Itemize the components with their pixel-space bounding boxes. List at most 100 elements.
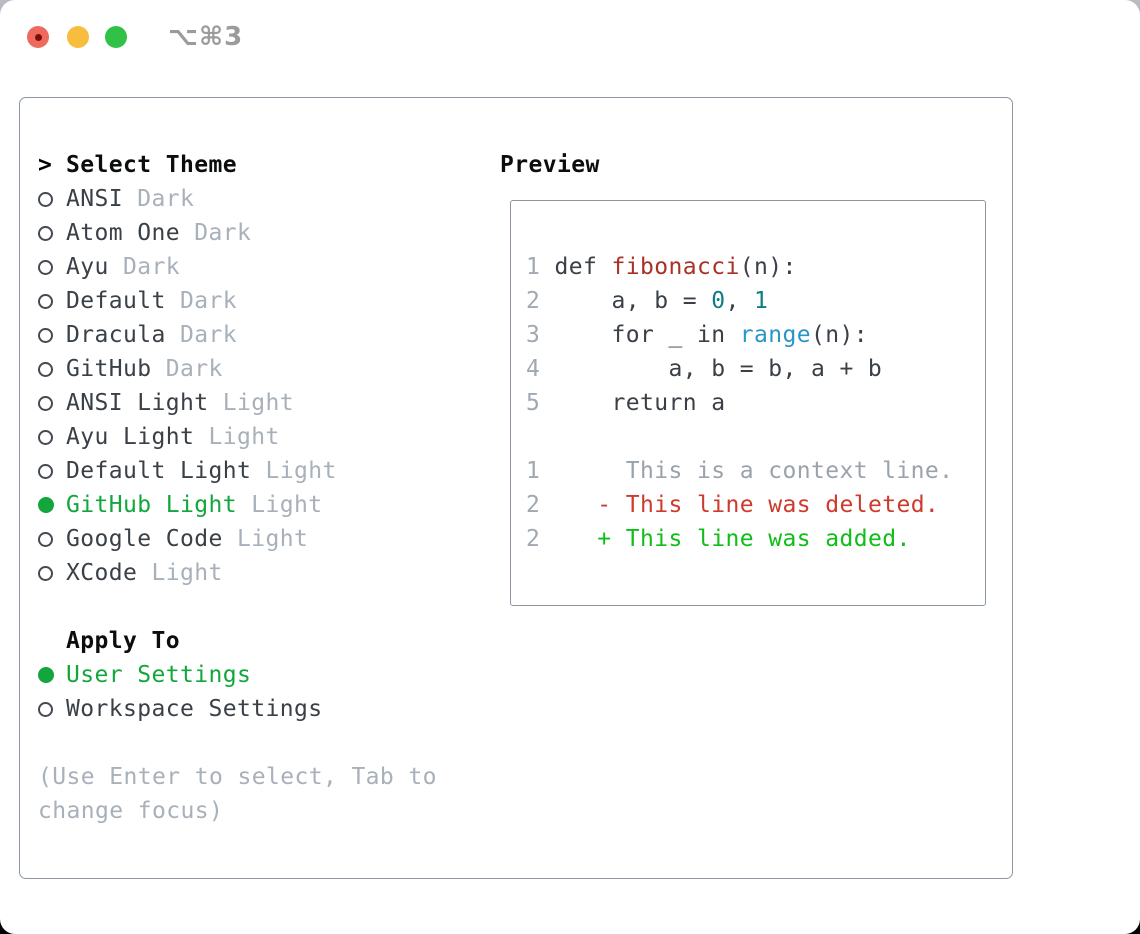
theme-variant-label: Dark [165,288,237,314]
theme-variant-label: Dark [179,220,252,246]
option-label: Atom One [66,220,180,246]
option-marker [38,701,66,717]
minimize-button[interactable] [67,26,89,48]
option-marker [38,531,66,547]
code-line: 3 for _ in range(n): [526,318,953,352]
code-segment: 3 [526,322,541,348]
option-label: Ayu Light [66,424,195,450]
close-button[interactable] [27,26,49,48]
radio-selected-icon [38,667,54,683]
radio-icon [38,327,53,343]
option-label: User Settings [66,662,252,688]
theme-option-ayu[interactable]: Ayu Dark [38,250,337,284]
theme-variant-label: Dark [151,356,223,382]
option-label: GitHub Light [66,492,237,518]
code-segment: range [739,322,811,348]
code-line: 1 def fibonacci(n): [526,250,953,284]
code-segment: a, b = [540,288,712,314]
code-segment [540,492,597,518]
code-segment: 0 [711,288,726,314]
radio-icon [38,701,53,717]
theme-option-google-code[interactable]: Google Code Light [38,522,337,556]
code-segment: def [540,254,612,280]
option-marker [38,225,66,241]
code-line: 2 + This line was added. [526,522,953,556]
option-marker [38,667,66,683]
window-title: ⌥⌘3 [168,22,244,52]
theme-option-github[interactable]: GitHub Dark [38,352,337,386]
radio-icon [38,565,53,581]
option-label: GitHub [66,356,152,382]
code-segment: 2 [526,526,541,552]
option-marker [38,497,66,513]
option-label: Workspace Settings [66,696,323,722]
option-marker [38,293,66,309]
radio-selected-icon [38,497,54,513]
code-segment: + This line was added. [597,526,911,552]
option-label: Ayu [66,254,109,280]
theme-dialog [19,97,1013,879]
radio-icon [38,463,53,479]
code-segment: (n): [810,322,868,348]
radio-icon [38,531,53,547]
radio-icon [38,429,53,445]
option-label: XCode [66,560,138,586]
theme-option-ansi-light[interactable]: ANSI Light Light [38,386,337,420]
apply-option-user-settings[interactable]: User Settings [38,658,322,692]
theme-option-github-light[interactable]: GitHub Light Light [38,488,337,522]
theme-variant-label: Light [251,458,337,484]
option-label: Default [66,288,166,314]
hint-text: (Use Enter to select, Tab to change focu… [38,764,437,824]
preview-title: Preview [500,152,600,178]
theme-option-atom-one[interactable]: Atom One Dark [38,216,337,250]
option-label: Dracula [66,322,166,348]
theme-option-dracula[interactable]: Dracula Dark [38,318,337,352]
option-marker [38,191,66,207]
option-marker [38,361,66,377]
apply-option-workspace-settings[interactable]: Workspace Settings [38,692,322,726]
theme-variant-label: Light [137,560,223,586]
theme-variant-label: Light [208,390,294,416]
code-line: 2 a, b = 0, 1 [526,284,953,318]
code-line: 2 - This line was deleted. [526,488,953,522]
selection-arrow-icon: > [38,152,53,178]
theme-variant-label: Light [194,424,280,450]
option-label: Google Code [66,526,223,552]
option-marker [38,429,66,445]
code-segment: for _ in [540,322,740,348]
code-segment: (n): [739,254,797,280]
code-segment: , [725,288,754,314]
theme-list-header: > Select Theme [38,148,337,182]
option-marker [38,463,66,479]
theme-option-xcode[interactable]: XCode Light [38,556,337,590]
zoom-button[interactable] [105,26,127,48]
option-marker [38,395,66,411]
option-marker [38,327,66,343]
radio-icon [38,395,53,411]
option-label: ANSI [66,186,123,212]
radio-icon [38,361,53,377]
theme-variant-label: Light [236,492,323,518]
code-line: 4 a, b = b, a + b [526,352,953,386]
selection-marker: > [38,152,66,178]
theme-variant-label: Dark [123,186,195,212]
theme-option-default[interactable]: Default Dark [38,284,337,318]
code-segment: 5 [526,390,541,416]
code-segment: return a [540,390,726,416]
theme-option-ayu-light[interactable]: Ayu Light Light [38,420,337,454]
code-segment: 1 [526,254,541,280]
code-segment [540,526,597,552]
option-marker [38,259,66,275]
code-segment: fibonacci [611,254,740,280]
theme-option-ansi[interactable]: ANSI Dark [38,182,337,216]
apply-to-title: Apply To [66,628,180,654]
option-marker [38,565,66,581]
code-line: 1 This is a context line. [526,454,953,488]
theme-variant-label: Light [222,526,309,552]
theme-option-default-light[interactable]: Default Light Light [38,454,337,488]
radio-icon [38,225,53,241]
code-segment: 4 [526,356,541,382]
